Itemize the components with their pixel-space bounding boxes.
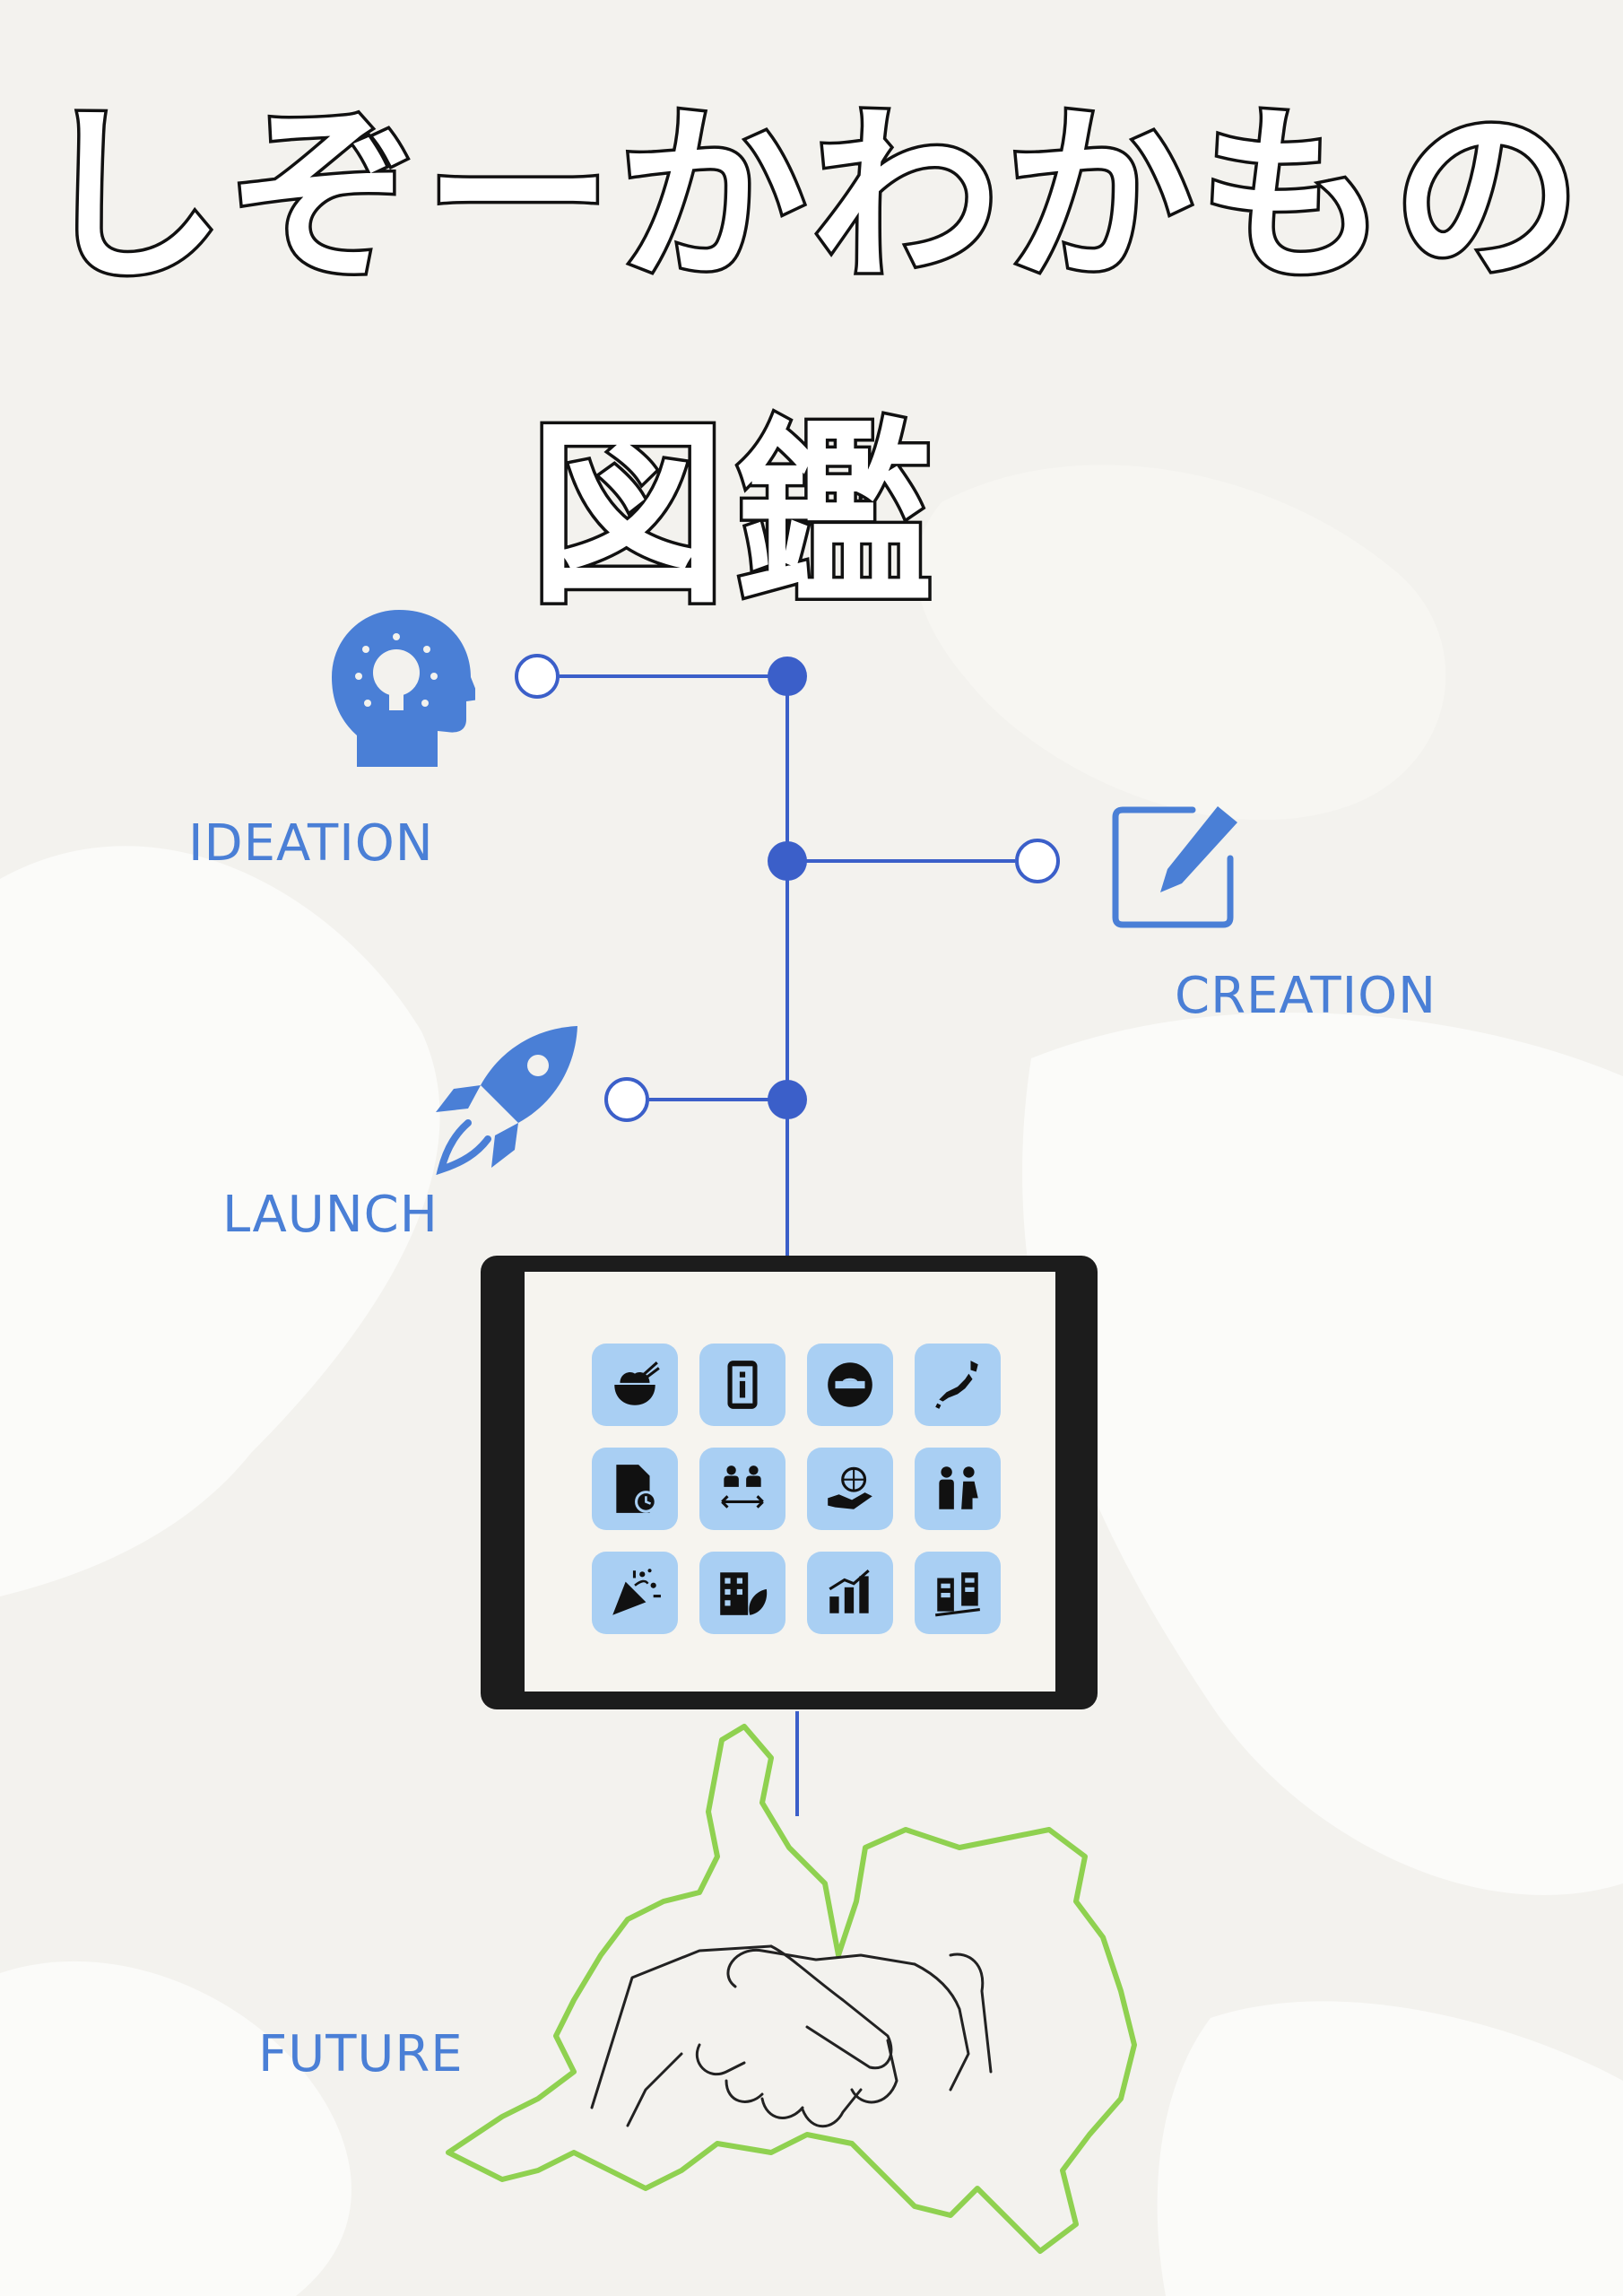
app-tile[interactable]	[807, 1344, 893, 1426]
building-leaf-icon	[720, 1572, 768, 1615]
app-tile[interactable]	[807, 1448, 893, 1530]
endpoint-creation	[1015, 839, 1060, 883]
party-popper-icon	[612, 1569, 661, 1615]
stage-label-creation: CREATION	[1175, 967, 1437, 1025]
app-tile[interactable]	[699, 1448, 785, 1530]
app-tile[interactable]	[915, 1448, 1001, 1530]
stage-label-ideation: IDEATION	[188, 814, 434, 873]
endpoint-ideation	[515, 654, 560, 699]
family-icon	[939, 1466, 978, 1509]
app-grid	[592, 1344, 1004, 1634]
stage-label-launch: LAUNCH	[222, 1186, 438, 1244]
tablet-screen	[525, 1272, 1055, 1692]
rice-bowl-icon	[614, 1361, 660, 1405]
lightbulb-head-icon	[332, 610, 475, 767]
app-tile[interactable]	[592, 1344, 678, 1426]
document-clock-icon	[616, 1465, 657, 1513]
kanji-icon	[935, 1572, 980, 1617]
app-tile[interactable]	[592, 1448, 678, 1530]
app-tile[interactable]	[807, 1552, 893, 1634]
japan-map-icon	[935, 1361, 978, 1409]
rocket-icon	[436, 1026, 577, 1175]
app-tile[interactable]	[699, 1344, 785, 1426]
stage-label-future: FUTURE	[258, 2025, 464, 2083]
app-tile[interactable]	[915, 1552, 1001, 1634]
title-line-2: 図鑑	[526, 401, 942, 631]
title-line-1: しぞーかわかもの	[33, 87, 1586, 307]
bar-chart-icon	[829, 1570, 870, 1613]
info-phone-icon	[727, 1361, 758, 1409]
app-tile[interactable]	[915, 1344, 1001, 1426]
app-tile[interactable]	[699, 1552, 785, 1634]
edit-pencil-icon	[1112, 806, 1237, 928]
mask-icon	[828, 1362, 872, 1407]
globe-hand-icon	[828, 1466, 872, 1509]
app-tile[interactable]	[592, 1552, 678, 1634]
node-creation	[768, 841, 807, 881]
tablet	[481, 1256, 1098, 1709]
node-launch	[768, 1080, 807, 1119]
people-exchange-icon	[721, 1465, 764, 1509]
endpoint-launch	[604, 1077, 649, 1122]
node-ideation	[768, 657, 807, 696]
